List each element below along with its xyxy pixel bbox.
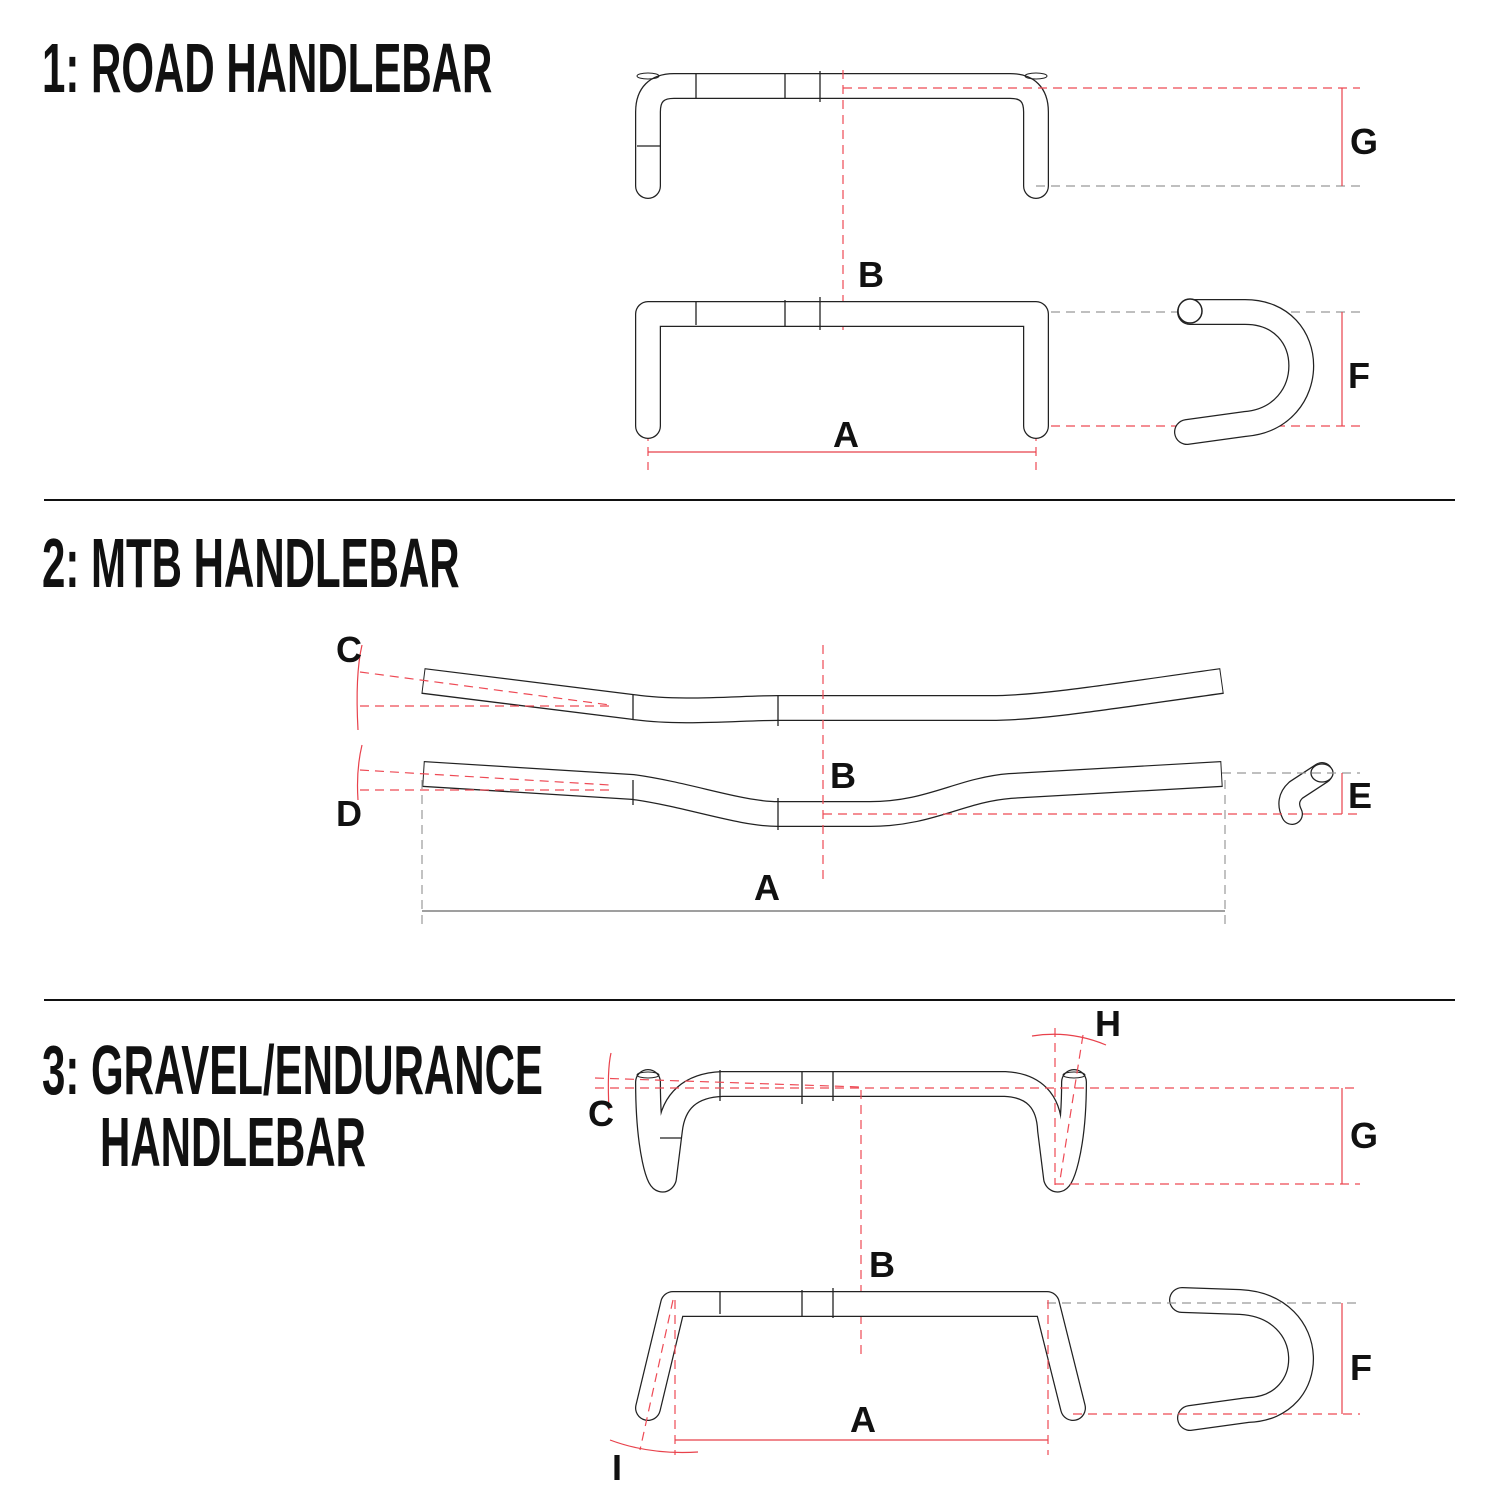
divider-1 [44,499,1455,501]
road-top-view [635,71,1049,199]
gravel-top-view [635,1069,1087,1193]
dim-label-e: E [1348,775,1372,816]
mtb-dimensions: C D B E A [336,629,1372,928]
dim-label-a: A [850,1399,876,1440]
dim-label-g: G [1350,1115,1378,1156]
dim-label-c: C [588,1093,614,1134]
section-2-title: 2: MTB HANDLEBAR [42,524,460,602]
gravel-dimensions-front: F A I [609,1299,1372,1488]
gravel-side-view [1169,1287,1314,1431]
dim-label-a: A [833,414,859,455]
section-3-title-line-2: HANDLEBAR [100,1103,366,1181]
section-1-title: 1: ROAD HANDLEBAR [42,29,493,107]
mtb-top-view [421,668,1224,726]
dim-label-b: B [830,755,856,796]
section-3-title-line-1: 3: GRAVEL/ENDURANCE [42,1031,543,1109]
dim-label-d: D [336,793,362,834]
gravel-dimensions-top: C H G B [588,1003,1378,1360]
dim-label-a: A [754,867,780,908]
dim-label-f: F [1348,355,1370,396]
dim-label-b: B [858,254,884,295]
divider-2 [44,999,1455,1001]
dim-label-b: B [869,1244,895,1285]
road-front-view [635,297,1049,439]
gravel-front-view [635,1288,1086,1421]
dim-label-f: F [1350,1347,1372,1388]
dim-label-c: C [336,629,362,670]
dim-label-i: I [612,1447,622,1488]
dim-label-h: H [1095,1003,1121,1044]
road-side-view [1174,298,1315,445]
dim-label-g: G [1350,121,1378,162]
mtb-end-view [1278,762,1334,825]
